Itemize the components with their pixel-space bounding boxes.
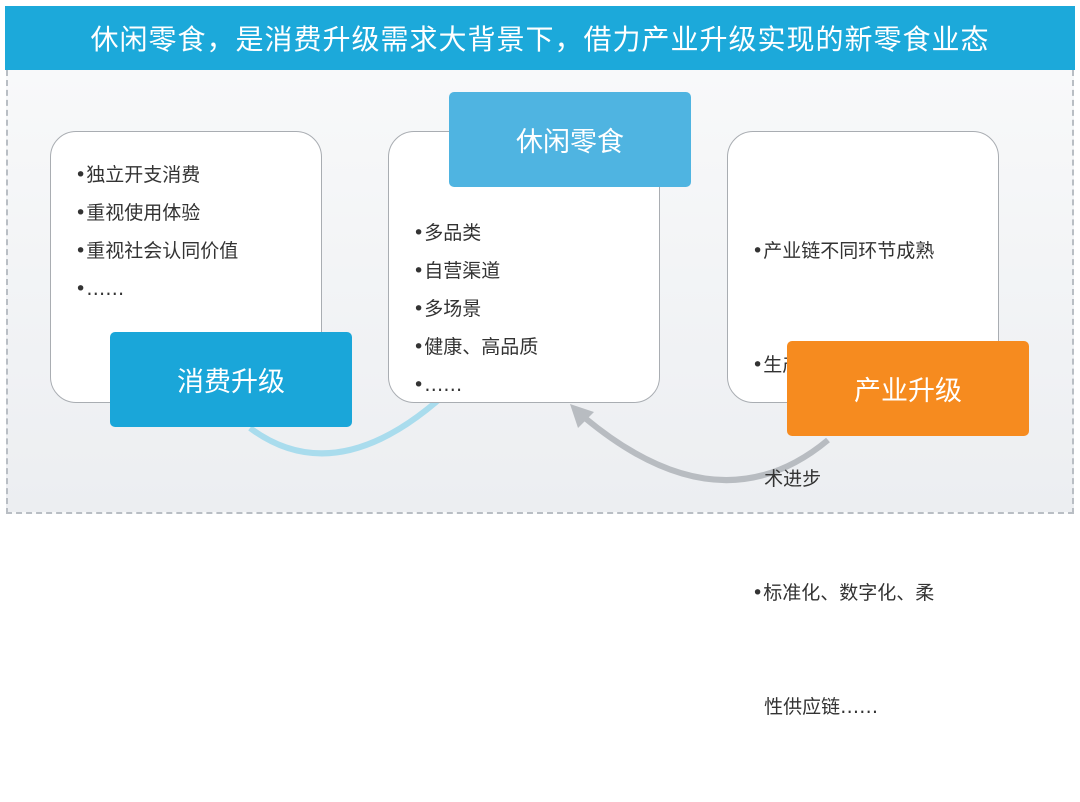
snack-label: 休闲零食 [449, 92, 691, 187]
list-item: •标准化、数字化、柔 [752, 582, 935, 604]
list-item: 术进步 [752, 468, 822, 490]
list-item: •多场景 [413, 298, 482, 320]
page-title: 休闲零食，是消费升级需求大背景下，借力产业升级实现的新零食业态 [5, 6, 1075, 70]
list-item: •健康、高品质 [413, 336, 539, 358]
industry-upgrade-label: 产业升级 [787, 341, 1029, 436]
consumer-upgrade-label: 消费升级 [110, 332, 352, 427]
list-item: •自营渠道 [413, 260, 501, 282]
arrowhead-icon [570, 404, 594, 428]
list-item: •多品类 [413, 222, 482, 244]
list-item: •独立开支消费 [75, 164, 201, 186]
industry-to-snack-arrow [583, 415, 830, 484]
list-item: •重视社会认同价值 [75, 240, 239, 262]
list-item: 性供应链…… [752, 696, 879, 718]
list-item: •产业链不同环节成熟 [752, 240, 935, 262]
list-item: •…… [413, 374, 463, 396]
list-item: •重视使用体验 [75, 202, 201, 224]
list-item: •…… [75, 278, 125, 300]
consumer-to-snack-arrow [248, 382, 458, 457]
